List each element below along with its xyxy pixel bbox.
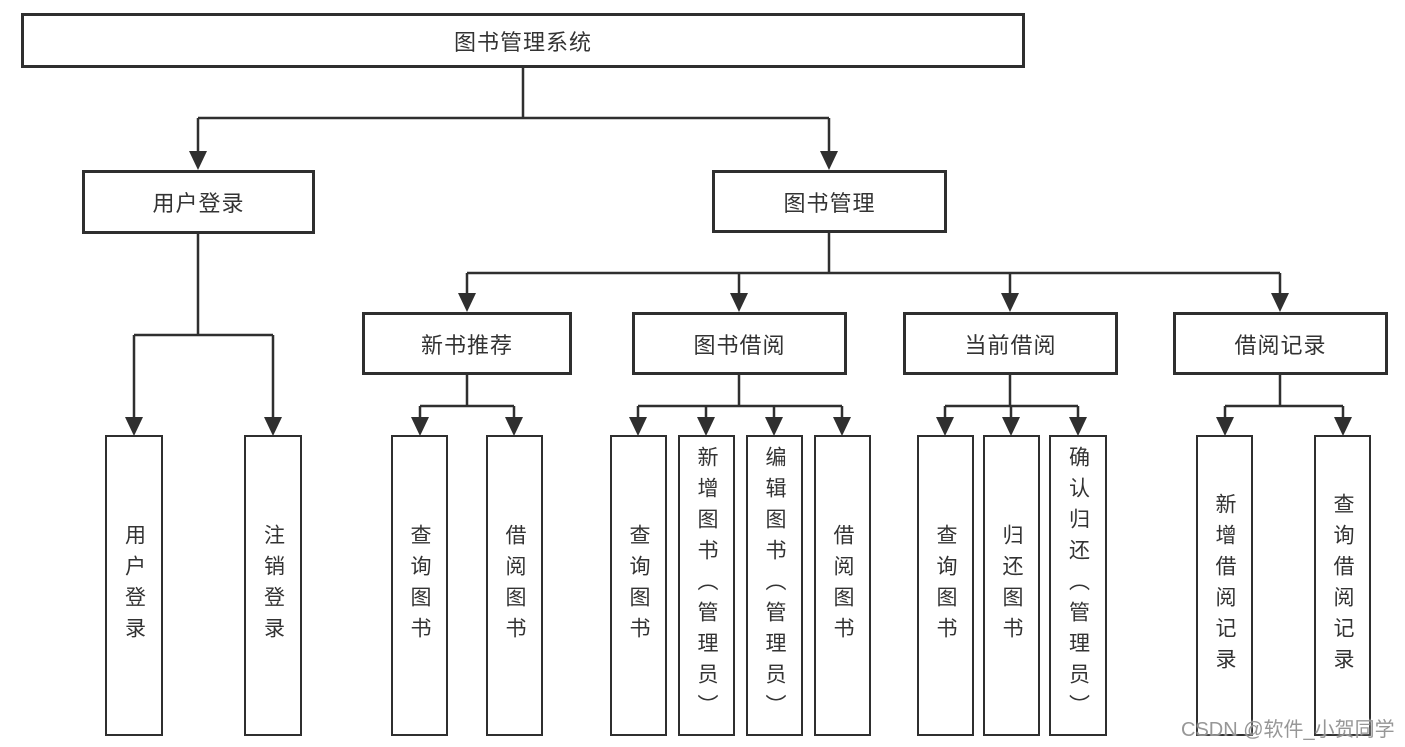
arrowhead-icon <box>458 293 476 312</box>
leaf-label: 归还图书 <box>1000 523 1023 648</box>
leaf-label: 查询借阅记录 <box>1331 492 1354 679</box>
leaf-query-books-recommend: 查询图书 <box>391 435 448 736</box>
leaf-label: 编辑图书（管理员） <box>763 446 786 725</box>
arrowhead-icon <box>697 417 715 436</box>
leaf-add-book-admin: 新增图书（管理员） <box>678 435 735 736</box>
connector-current-borrowing <box>943 375 1080 418</box>
leaf-logout: 注销登录 <box>244 435 302 736</box>
connector-new-book-recommendation <box>418 375 516 418</box>
leaf-query-books-borrowing: 查询图书 <box>610 435 667 736</box>
arrowhead-icon <box>1216 417 1234 436</box>
connector-root <box>196 68 831 152</box>
leaf-label: 新增借阅记录 <box>1213 492 1236 679</box>
arrowhead-icon <box>765 417 783 436</box>
arrowhead-icon <box>1002 417 1020 436</box>
leaf-edit-book-admin: 编辑图书（管理员） <box>746 435 803 736</box>
leaf-label: 确认归还（管理员） <box>1066 446 1090 725</box>
arrowhead-icon <box>189 151 207 170</box>
arrowhead-icon <box>1334 417 1352 436</box>
node-borrowing-records: 借阅记录 <box>1173 312 1388 375</box>
leaf-label: 注销登录 <box>261 523 285 648</box>
arrowhead-icon <box>936 417 954 436</box>
leaf-query-books-current: 查询图书 <box>917 435 974 736</box>
leaf-label: 查询图书 <box>408 523 431 648</box>
arrowhead-icon <box>1069 417 1087 436</box>
arrowhead-icon <box>411 417 429 436</box>
leaf-label: 借阅图书 <box>503 523 526 648</box>
arrowhead-icon <box>730 293 748 312</box>
leaf-confirm-return-admin: 确认归还（管理员） <box>1049 435 1107 736</box>
node-library-management-system: 图书管理系统 <box>21 13 1025 68</box>
connector-user-login <box>132 234 275 418</box>
connector-book-borrowing <box>636 375 844 418</box>
csdn-watermark: CSDN @软件_小贺同学 <box>1181 719 1395 741</box>
arrowhead-icon <box>833 417 851 436</box>
node-book-management: 图书管理 <box>712 170 947 233</box>
arrowhead-icon <box>264 417 282 436</box>
leaf-label: 查询图书 <box>934 523 957 648</box>
leaf-label: 查询图书 <box>627 523 650 648</box>
connector-borrowing-records <box>1223 375 1345 418</box>
leaf-user-login: 用户登录 <box>105 435 163 736</box>
connector-book-management <box>465 233 1282 294</box>
arrowhead-icon <box>1271 293 1289 312</box>
arrowhead-icon <box>1001 293 1019 312</box>
leaf-label: 借阅图书 <box>831 523 854 648</box>
leaf-borrow-books: 借阅图书 <box>814 435 871 736</box>
leaf-label: 新增图书（管理员） <box>695 446 718 725</box>
leaf-query-borrow-record: 查询借阅记录 <box>1314 435 1371 736</box>
leaf-return-book: 归还图书 <box>983 435 1040 736</box>
leaf-add-borrow-record: 新增借阅记录 <box>1196 435 1253 736</box>
arrowhead-icon <box>629 417 647 436</box>
leaf-borrow-books-recommend: 借阅图书 <box>486 435 543 736</box>
arrowhead-icon <box>125 417 143 436</box>
node-user-login: 用户登录 <box>82 170 315 234</box>
leaf-label: 用户登录 <box>122 523 146 648</box>
arrowhead-icon <box>820 151 838 170</box>
node-new-book-recommendation: 新书推荐 <box>362 312 572 375</box>
arrowhead-icon <box>505 417 523 436</box>
node-book-borrowing: 图书借阅 <box>632 312 847 375</box>
node-current-borrowing: 当前借阅 <box>903 312 1118 375</box>
